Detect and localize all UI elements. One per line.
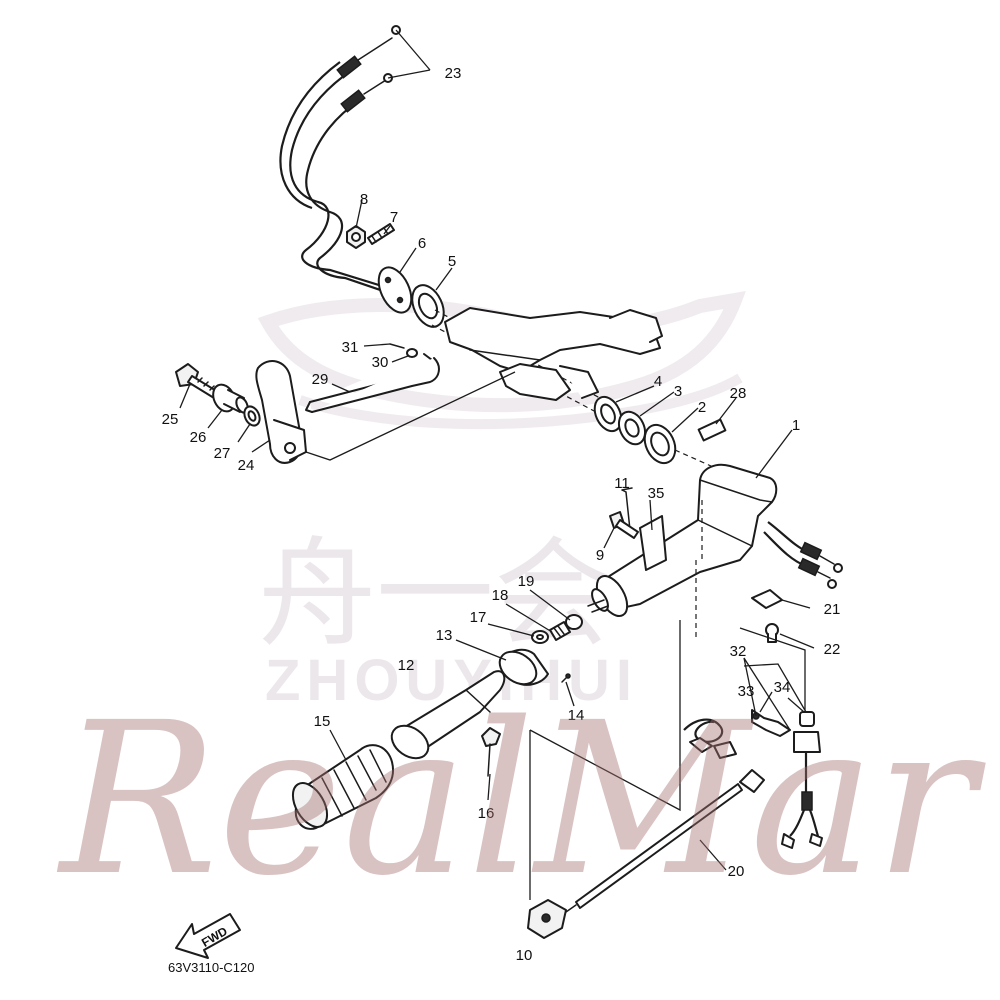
callout-3: 3 xyxy=(674,383,682,400)
stop-switch-cord xyxy=(683,718,737,759)
nut-8 xyxy=(346,225,366,249)
pin-14 xyxy=(561,673,571,683)
bolt-25 xyxy=(175,363,219,399)
control-cables xyxy=(279,25,401,298)
callout-26: 26 xyxy=(190,429,207,446)
callout-14: 14 xyxy=(568,707,585,724)
callout-30: 30 xyxy=(372,354,389,371)
handle-body-1 xyxy=(587,463,778,640)
leader-lines xyxy=(179,29,815,871)
plate-6 xyxy=(377,266,413,314)
bushing-2 xyxy=(643,423,677,465)
cable-holder-10 xyxy=(527,899,567,939)
clip-30 xyxy=(406,348,418,358)
watermark-chinese: 舟一会 xyxy=(258,525,612,663)
callout-19: 19 xyxy=(518,573,535,590)
watermark-brand: RealMar xyxy=(56,677,986,922)
callout-7: 7 xyxy=(390,209,398,226)
callout-13: 13 xyxy=(436,627,453,644)
callout-4: 4 xyxy=(654,373,662,390)
callout-6: 6 xyxy=(418,235,426,252)
callout-12: 12 xyxy=(398,657,415,674)
callout-32: 32 xyxy=(730,643,747,660)
callout-34: 34 xyxy=(774,679,791,696)
callout-27: 27 xyxy=(214,445,231,462)
bracket-21 xyxy=(751,589,783,609)
throttle-cable-20 xyxy=(565,769,765,913)
switch-34 xyxy=(781,711,823,849)
screw-16 xyxy=(481,727,501,777)
callout-8: 8 xyxy=(360,191,368,208)
callout-11: 11 xyxy=(614,475,630,492)
throttle-shaft-12 xyxy=(390,670,506,760)
harness-cables xyxy=(763,521,843,589)
callout-16: 16 xyxy=(478,805,495,822)
callout-22: 22 xyxy=(824,641,841,658)
bolt-7 xyxy=(367,223,395,245)
callout-35: 35 xyxy=(648,485,665,502)
callout-labels: 23 8 7 6 5 31 30 29 4 3 2 28 1 25 26 27 … xyxy=(162,65,841,964)
shift-lever-24 xyxy=(255,360,307,464)
callout-15: 15 xyxy=(314,713,331,730)
sleeve-13 xyxy=(498,648,549,686)
spring-18 xyxy=(549,621,571,641)
callout-28: 28 xyxy=(730,385,747,402)
callout-18: 18 xyxy=(492,587,509,604)
washer-4 xyxy=(593,395,623,433)
callout-10: 10 xyxy=(516,947,533,964)
callout-23: 23 xyxy=(445,65,462,82)
callout-5: 5 xyxy=(448,253,456,270)
callout-2: 2 xyxy=(698,399,706,416)
washer-17 xyxy=(531,630,549,644)
callout-24: 24 xyxy=(238,457,255,474)
washer-3 xyxy=(617,410,647,446)
screw-22 xyxy=(765,623,779,643)
diagram-code: 63V3110-C120 xyxy=(168,960,255,975)
callout-1: 1 xyxy=(792,417,800,434)
washer-27 xyxy=(243,405,261,427)
callout-33: 33 xyxy=(738,683,755,700)
callout-9: 9 xyxy=(596,547,604,564)
callout-29: 29 xyxy=(312,371,329,388)
pin-31 xyxy=(389,343,405,349)
callout-17: 17 xyxy=(470,609,487,626)
callout-21: 21 xyxy=(824,601,841,618)
screw-9 xyxy=(609,511,639,539)
callout-20: 20 xyxy=(728,863,745,880)
collar-26 xyxy=(212,383,249,414)
pin-28 xyxy=(697,418,727,442)
washer-5 xyxy=(411,284,445,328)
callout-25: 25 xyxy=(162,411,179,428)
grip-15 xyxy=(291,744,394,830)
shift-rod-29 xyxy=(305,353,440,413)
knob-19 xyxy=(565,614,583,630)
pin-11 xyxy=(621,487,633,531)
mount-bracket xyxy=(431,307,663,413)
callout-31: 31 xyxy=(342,339,359,356)
